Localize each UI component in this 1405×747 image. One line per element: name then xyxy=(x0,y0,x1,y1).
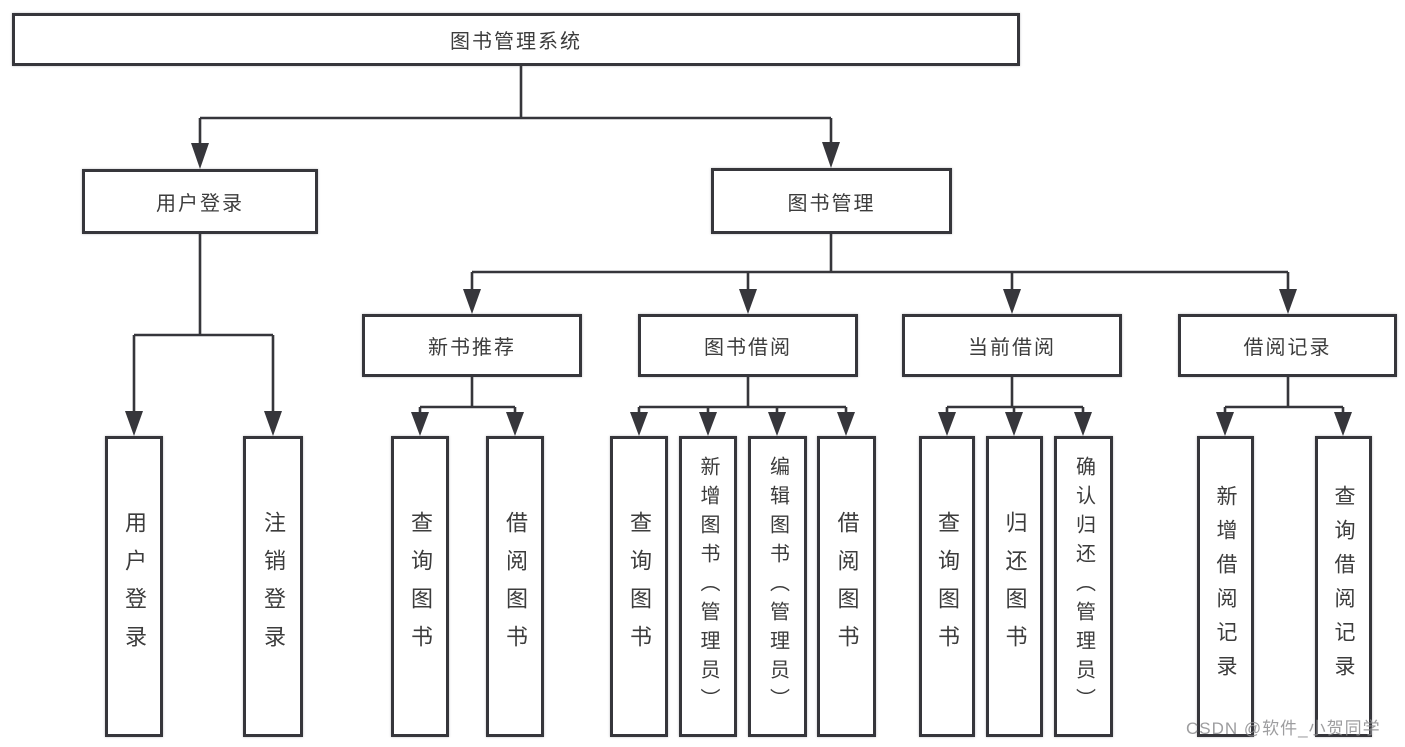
leaf-user-login-label: 用户登录 xyxy=(122,510,147,663)
leaf-borrow-books: 借阅图书 xyxy=(817,436,876,737)
node-new-book-recommend-label: 新书推荐 xyxy=(428,337,516,359)
leaf-borrow-books-recommend-label: 借阅图书 xyxy=(503,510,528,663)
leaf-add-borrow-record: 新增借阅记录 xyxy=(1197,436,1254,737)
leaf-return-books: 归还图书 xyxy=(986,436,1043,737)
node-user-login: 用户登录 xyxy=(82,169,318,234)
leaf-confirm-return-admin: 确认归还（管理员） xyxy=(1054,436,1113,737)
connector-newbooks-to-leaves xyxy=(411,377,524,436)
leaf-logout: 注销登录 xyxy=(243,436,303,737)
node-book-borrow-label: 图书借阅 xyxy=(704,337,792,359)
connector-bookmgmt-to-level3 xyxy=(463,234,1297,314)
node-current-borrow-label: 当前借阅 xyxy=(968,337,1056,359)
leaf-query-borrow-record: 查询借阅记录 xyxy=(1315,436,1372,737)
leaf-return-books-label: 归还图书 xyxy=(1002,510,1028,663)
leaf-edit-books-admin-label: 编辑图书（管理员） xyxy=(766,456,789,717)
csdn-watermark: CSDN @软件_小贺同学 xyxy=(1186,719,1381,738)
node-root-label: 图书管理系统 xyxy=(450,31,582,53)
connector-root-to-level2 xyxy=(191,66,840,169)
leaf-confirm-return-admin-label: 确认归还（管理员） xyxy=(1072,456,1095,717)
connector-current-to-leaves xyxy=(938,377,1092,436)
leaf-query-books-recommend: 查询图书 xyxy=(391,436,449,737)
leaf-user-login: 用户登录 xyxy=(105,436,163,737)
leaf-query-books-recommend-label: 查询图书 xyxy=(408,510,433,663)
leaf-add-books-admin-label: 新增图书（管理员） xyxy=(697,456,719,717)
leaf-add-books-admin: 新增图书（管理员） xyxy=(679,436,737,737)
leaf-logout-label: 注销登录 xyxy=(261,510,286,663)
leaf-query-borrow-record-label: 查询借阅记录 xyxy=(1332,484,1355,689)
leaf-borrow-books-recommend: 借阅图书 xyxy=(486,436,544,737)
leaf-edit-books-admin: 编辑图书（管理员） xyxy=(748,436,807,737)
node-book-management-label: 图书管理 xyxy=(787,192,876,215)
leaf-query-books-borrow: 查询图书 xyxy=(610,436,668,737)
connector-borrow-to-leaves xyxy=(630,377,855,436)
node-borrow-records: 借阅记录 xyxy=(1178,314,1397,377)
node-current-borrow: 当前借阅 xyxy=(902,314,1122,377)
connector-records-to-leaves xyxy=(1216,377,1352,436)
node-root: 图书管理系统 xyxy=(12,13,1020,66)
leaf-query-books-current-label: 查询图书 xyxy=(935,510,960,663)
node-user-login-label: 用户登录 xyxy=(156,193,244,215)
leaf-query-books-borrow-label: 查询图书 xyxy=(627,510,652,663)
node-book-borrow: 图书借阅 xyxy=(638,314,858,377)
node-new-book-recommend: 新书推荐 xyxy=(362,314,582,377)
node-borrow-records-label: 借阅记录 xyxy=(1243,337,1332,359)
node-book-management: 图书管理 xyxy=(711,168,952,234)
leaf-add-borrow-record-label: 新增借阅记录 xyxy=(1214,484,1237,689)
leaf-borrow-books-label: 借阅图书 xyxy=(834,510,860,663)
leaf-query-books-current: 查询图书 xyxy=(919,436,975,737)
connector-userlogin-to-leaves xyxy=(125,234,282,436)
